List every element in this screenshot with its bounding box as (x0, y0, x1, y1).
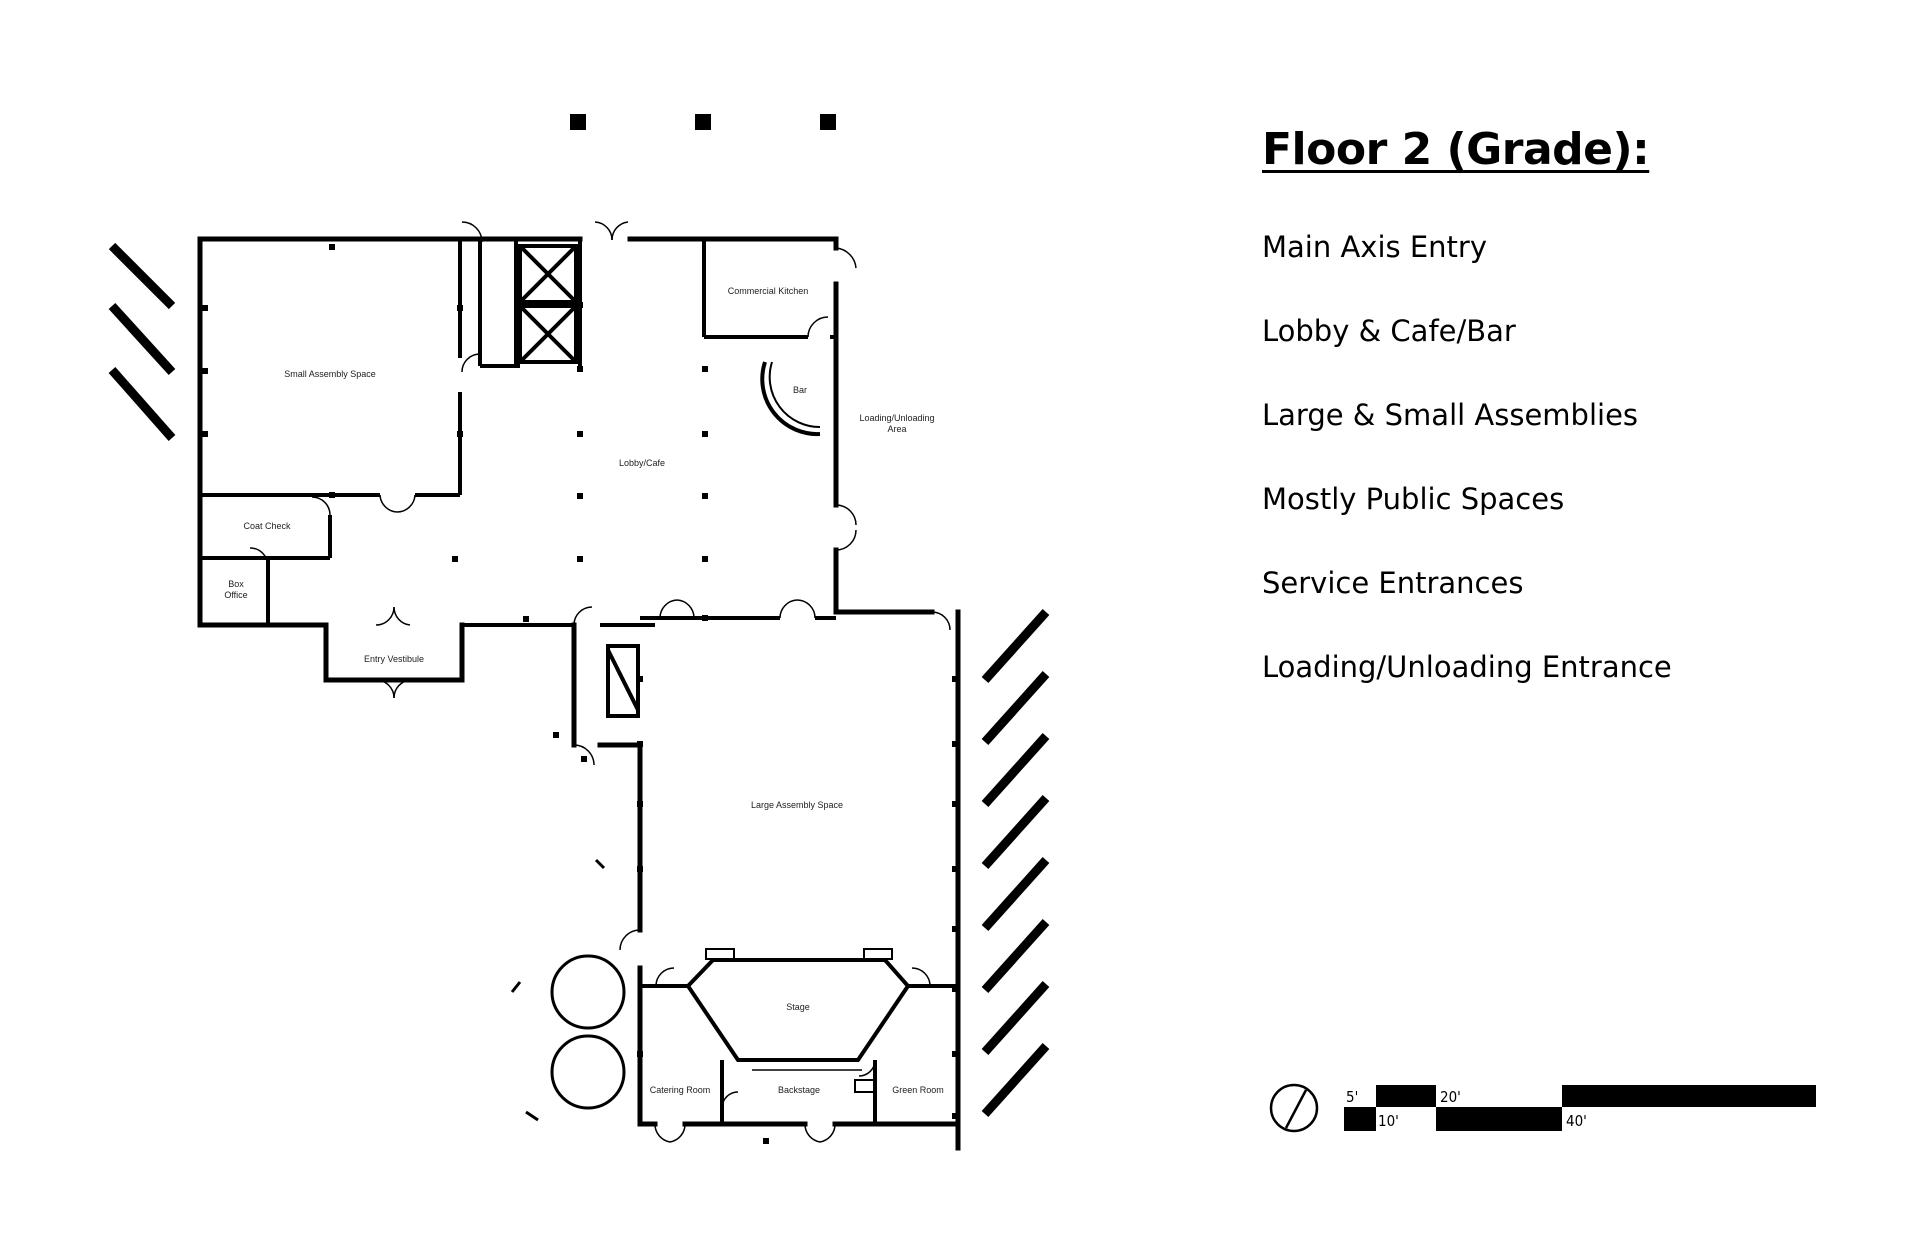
label-bar: Bar (793, 385, 807, 395)
north-arrow-icon (1269, 1083, 1319, 1133)
label-box-office-1: Box (228, 579, 244, 589)
door-swings (249, 221, 951, 1143)
room-labels: Small Assembly Space Commercial Kitchen … (224, 286, 943, 1095)
scale-label-40: 40' (1566, 1112, 1587, 1130)
label-lobby: Lobby/Cafe (619, 458, 665, 468)
feature-main-axis-entry: Main Axis Entry (1262, 230, 1487, 264)
label-stage: Stage (786, 1002, 810, 1012)
info-panel: Floor 2 (Grade): Main Axis Entry Lobby &… (1262, 124, 1882, 733)
label-loading-area-1: Loading/Unloading (859, 413, 934, 423)
scale-label-5: 5' (1346, 1088, 1358, 1106)
site-hatch-left (108, 242, 176, 441)
scale-label-20: 20' (1440, 1088, 1461, 1106)
site-columns (570, 114, 836, 130)
feature-assemblies: Large & Small Assemblies (1262, 398, 1639, 432)
feature-loading-entrance: Loading/Unloading Entrance (1262, 650, 1672, 684)
page-title: Floor 2 (Grade): (1262, 124, 1650, 175)
label-backstage: Backstage (778, 1085, 820, 1095)
label-large-assembly: Large Assembly Space (751, 800, 843, 810)
label-commercial-kitchen: Commercial Kitchen (728, 286, 809, 296)
feature-public-spaces: Mostly Public Spaces (1262, 482, 1565, 516)
label-loading-area-2: Area (887, 424, 906, 434)
column-grid (202, 244, 958, 1144)
site-features (510, 858, 626, 1122)
feature-service-entrances: Service Entrances (1262, 566, 1524, 600)
feature-lobby-cafe-bar: Lobby & Cafe/Bar (1262, 314, 1516, 348)
label-green-room: Green Room (892, 1085, 944, 1095)
label-box-office-2: Office (224, 590, 247, 600)
interior-walls (200, 239, 958, 1124)
label-small-assembly: Small Assembly Space (284, 369, 376, 379)
site-hatch-right (981, 608, 1050, 1118)
label-catering-room: Catering Room (650, 1085, 711, 1095)
scale-label-10: 10' (1378, 1112, 1399, 1130)
scale-bar: 5' 10' 20' 40' (1344, 1085, 1816, 1131)
label-entry-vestibule: Entry Vestibule (364, 654, 424, 664)
label-coat-check: Coat Check (243, 521, 291, 531)
exterior-walls (197, 236, 961, 1151)
